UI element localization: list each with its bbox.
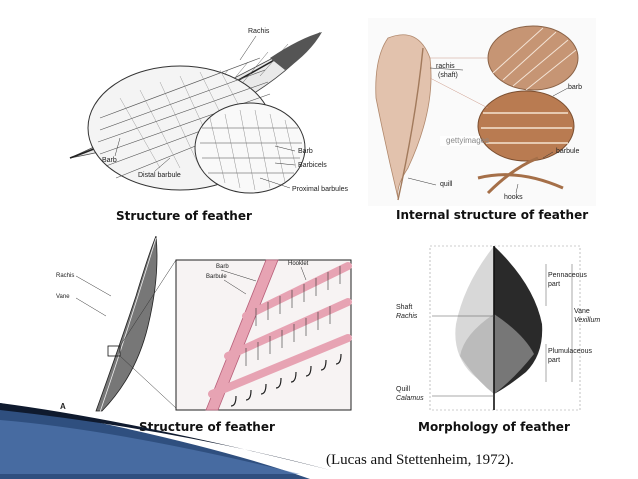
label-quill-internal: quill bbox=[440, 181, 453, 188]
label-rachis: Rachis bbox=[248, 28, 270, 35]
caption-top-right: Internal structure of feather bbox=[396, 208, 589, 222]
label-vexillum: Vexillum bbox=[574, 317, 601, 324]
label-barb-mag: Barb bbox=[216, 264, 229, 270]
label-barb-right: Barb bbox=[298, 148, 313, 155]
caption-bottom-left: Structure of feather bbox=[139, 420, 275, 434]
label-vane-small: Vane bbox=[56, 294, 70, 300]
feather-morphology-diagram-bottom-right: Pennaceous part Shaft Rachis Vane Vexill… bbox=[394, 244, 608, 412]
label-shaft: (shaft) bbox=[438, 72, 458, 79]
label-barbule-mag: Barbule bbox=[206, 274, 227, 280]
caption-bottom-right: Morphology of feather bbox=[418, 420, 570, 434]
feather-illustration bbox=[69, 32, 322, 194]
label-vane-morph: Vane bbox=[574, 308, 590, 315]
label-barb-left: Barb bbox=[102, 157, 117, 164]
label-pennaceous: Pennaceous bbox=[548, 272, 587, 279]
label-hooks: hooks bbox=[504, 194, 523, 201]
label-barbicels: Barbicels bbox=[298, 162, 327, 169]
citation-text: (Lucas and Stettenheim, 1972). bbox=[326, 452, 514, 468]
label-plumulaceous: Plumulaceous bbox=[548, 348, 592, 355]
feather-structure-diagram-top-left: Rachis Barb Distal barbule Barb Barbicel… bbox=[60, 18, 360, 208]
label-plumulaceous-part: part bbox=[548, 357, 561, 364]
label-pennaceous-part: part bbox=[548, 281, 561, 288]
label-quill-morph: Quill bbox=[396, 386, 411, 393]
label-barbule-internal: barbule bbox=[556, 148, 580, 155]
feather-barbule-diagram-bottom-left: Rachis Vane Barb Barbule Hooklet A bbox=[56, 236, 356, 414]
label-rachis-small: Rachis bbox=[56, 273, 75, 279]
feather-morphology-illustration bbox=[429, 245, 581, 411]
label-calamus: Calamus bbox=[396, 395, 424, 402]
feather-barbule-illustration bbox=[75, 236, 352, 413]
feather-internal-illustration bbox=[375, 25, 579, 201]
label-hooklet: Hooklet bbox=[288, 261, 309, 267]
feather-internal-diagram-top-right: rachis (shaft) barb barbule quill hooks … bbox=[368, 18, 596, 206]
caption-top-left: Structure of feather bbox=[116, 209, 252, 223]
watermark-text: gettyimages bbox=[446, 136, 490, 145]
label-figure-a: A bbox=[60, 402, 66, 411]
label-rachis-internal: rachis bbox=[436, 63, 455, 70]
label-distal-barbule: Distal barbule bbox=[138, 172, 181, 179]
label-barb-internal: barb bbox=[568, 84, 583, 91]
label-shaft-morph: Shaft bbox=[396, 304, 413, 311]
label-proximal-barbules: Proximal barbules bbox=[292, 186, 349, 193]
label-rachis-morph: Rachis bbox=[396, 313, 418, 320]
